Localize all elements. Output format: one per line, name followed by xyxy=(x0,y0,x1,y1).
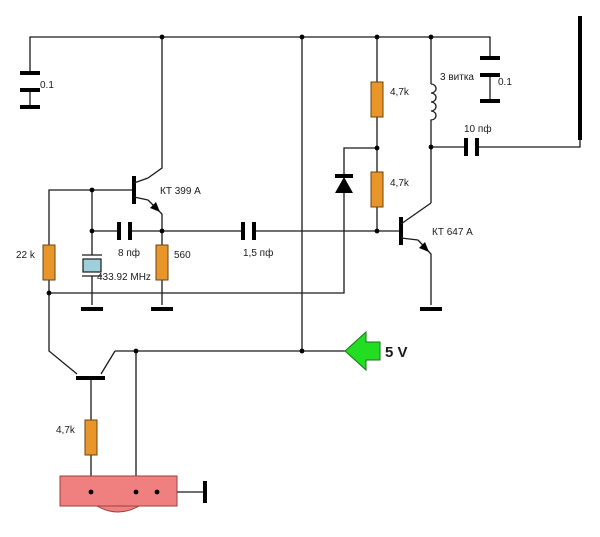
label-r-base-bias: 22 k xyxy=(16,250,36,261)
label-r-lower: 4,7k xyxy=(56,425,76,436)
capacitor-top-right xyxy=(480,56,500,103)
label-c-top-right: 0.1 xyxy=(498,77,512,88)
coil-icon xyxy=(430,83,437,122)
label-c-output: 10 пф xyxy=(464,123,492,135)
label-c-coupling: 1,5 пф xyxy=(243,247,273,259)
junction-dots xyxy=(46,34,434,354)
capacitor-output xyxy=(464,138,479,156)
capacitor-top-left xyxy=(20,71,40,109)
label-q-amplifier: КТ 647 А xyxy=(432,227,473,238)
label-r-emitter-osc: 560 xyxy=(174,250,191,261)
label-q-oscillator: КТ 399 А xyxy=(160,186,201,197)
diode-icon xyxy=(335,174,353,193)
label-r-divider-bottom: 4,7k xyxy=(390,178,410,189)
capacitor-feedback xyxy=(117,222,132,240)
resistor-divider-top xyxy=(370,81,384,118)
label-supply: 5 V xyxy=(385,344,408,361)
transistor-amplifier-icon xyxy=(399,202,432,252)
label-crystal: 433.92 MHz xyxy=(97,272,151,283)
label-r-divider-top: 4,7k xyxy=(390,87,410,98)
resistor-divider-bottom xyxy=(370,171,384,208)
label-c-top-left: 0.1 xyxy=(40,80,54,91)
resistor-base-bias xyxy=(42,244,56,281)
connector-block xyxy=(59,475,178,513)
resistor-lower xyxy=(84,419,98,456)
crystal-icon xyxy=(82,254,102,277)
label-c-feedback: 8 пф xyxy=(118,247,140,259)
transistor-oscillator-icon xyxy=(132,176,160,212)
label-coil: 3 витка xyxy=(440,72,474,83)
supply-arrow-icon xyxy=(344,330,381,372)
resistor-emitter-osc xyxy=(155,244,169,281)
wires xyxy=(29,36,581,493)
capacitor-coupling xyxy=(241,222,256,240)
